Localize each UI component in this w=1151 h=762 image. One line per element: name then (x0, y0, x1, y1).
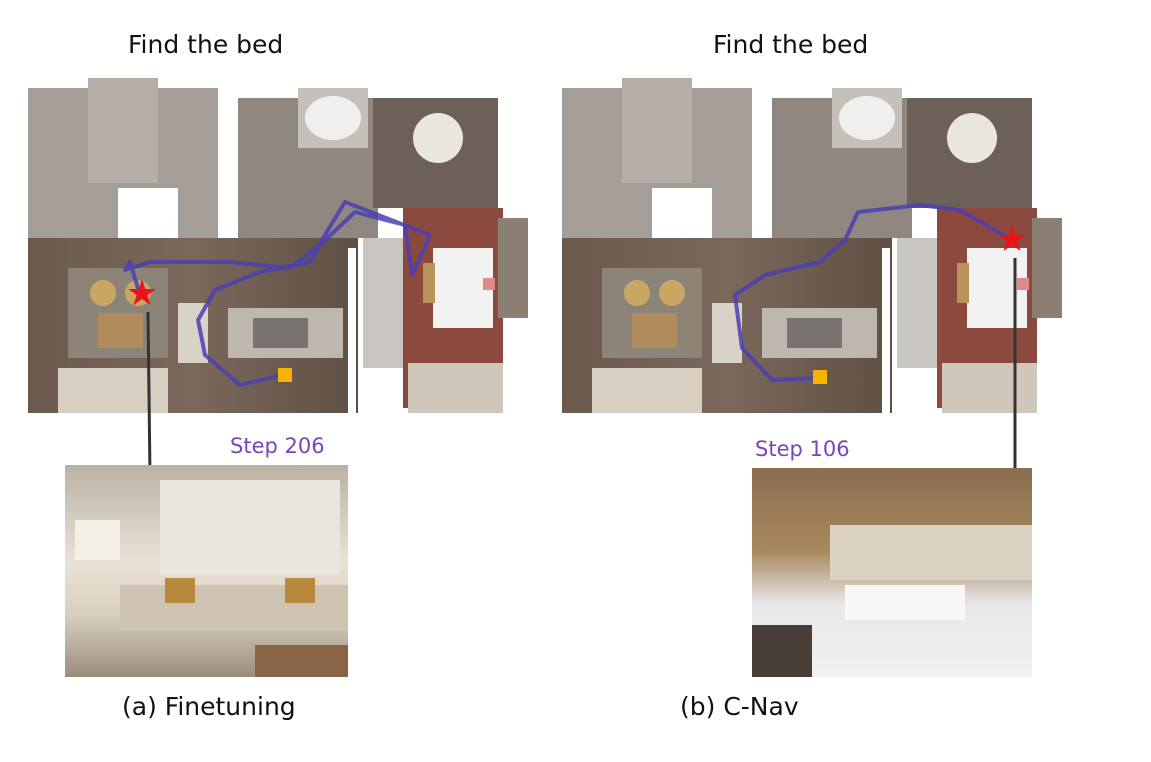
start-marker-left (278, 368, 292, 382)
caption-right: (b) C-Nav (680, 692, 799, 721)
floor-plan-left (28, 78, 528, 418)
panel-title-left: Find the bed (128, 30, 284, 59)
goal-star-left: ★ (126, 273, 158, 314)
goal-star-right: ★ (996, 219, 1028, 260)
step-label-left: Step 206 (230, 434, 325, 458)
observation-photo-right (752, 468, 1032, 677)
observation-photo-left (65, 465, 348, 677)
start-marker-right (813, 370, 827, 384)
caption-left: (a) Finetuning (122, 692, 296, 721)
step-label-right: Step 106 (755, 437, 850, 461)
trajectory-path-left (123, 200, 432, 387)
floor-plan-right (562, 78, 1062, 418)
panel-title-right: Find the bed (713, 30, 869, 59)
trajectory-path-right (733, 203, 1013, 382)
